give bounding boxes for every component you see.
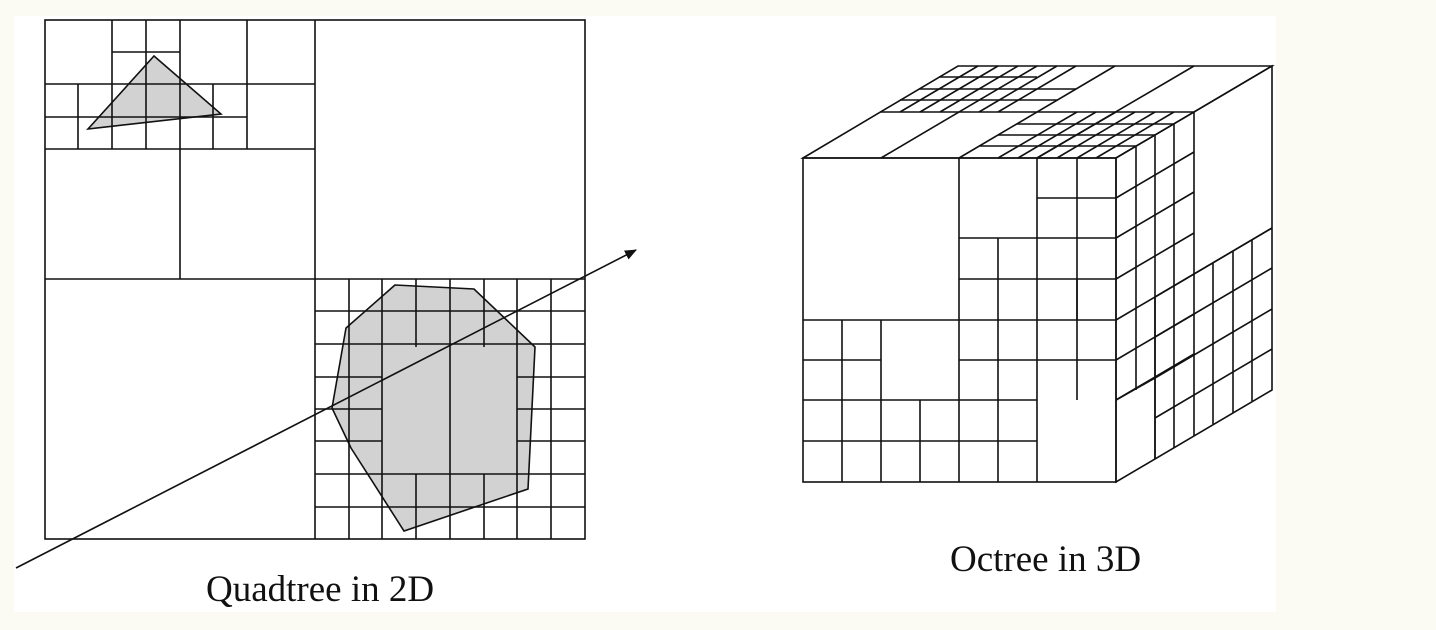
octree-front-grid: [803, 158, 1116, 482]
quadtree-triangle-shape: [85, 54, 223, 131]
quadtree-fine-grid: [315, 279, 585, 539]
quadtree-level2-cells: [45, 20, 315, 279]
quadtree-caption: Quadtree in 2D: [206, 569, 435, 610]
ray-arrow: [15, 249, 637, 569]
octree-top-grid: [880, 65, 1195, 159]
quadtree-polygon-shape: [331, 284, 536, 532]
octree-caption: Octree in 3D: [950, 539, 1142, 580]
octree-right-face: [1115, 64, 1273, 484]
quadtree-level3-cells: [45, 20, 315, 149]
octree-diagram: [800, 64, 1275, 484]
quadtree-level4-cells: [45, 20, 247, 149]
octree-right-grid: [1115, 112, 1273, 459]
quadtree-diagram: [15, 19, 637, 569]
figure-panel: [14, 16, 1276, 612]
